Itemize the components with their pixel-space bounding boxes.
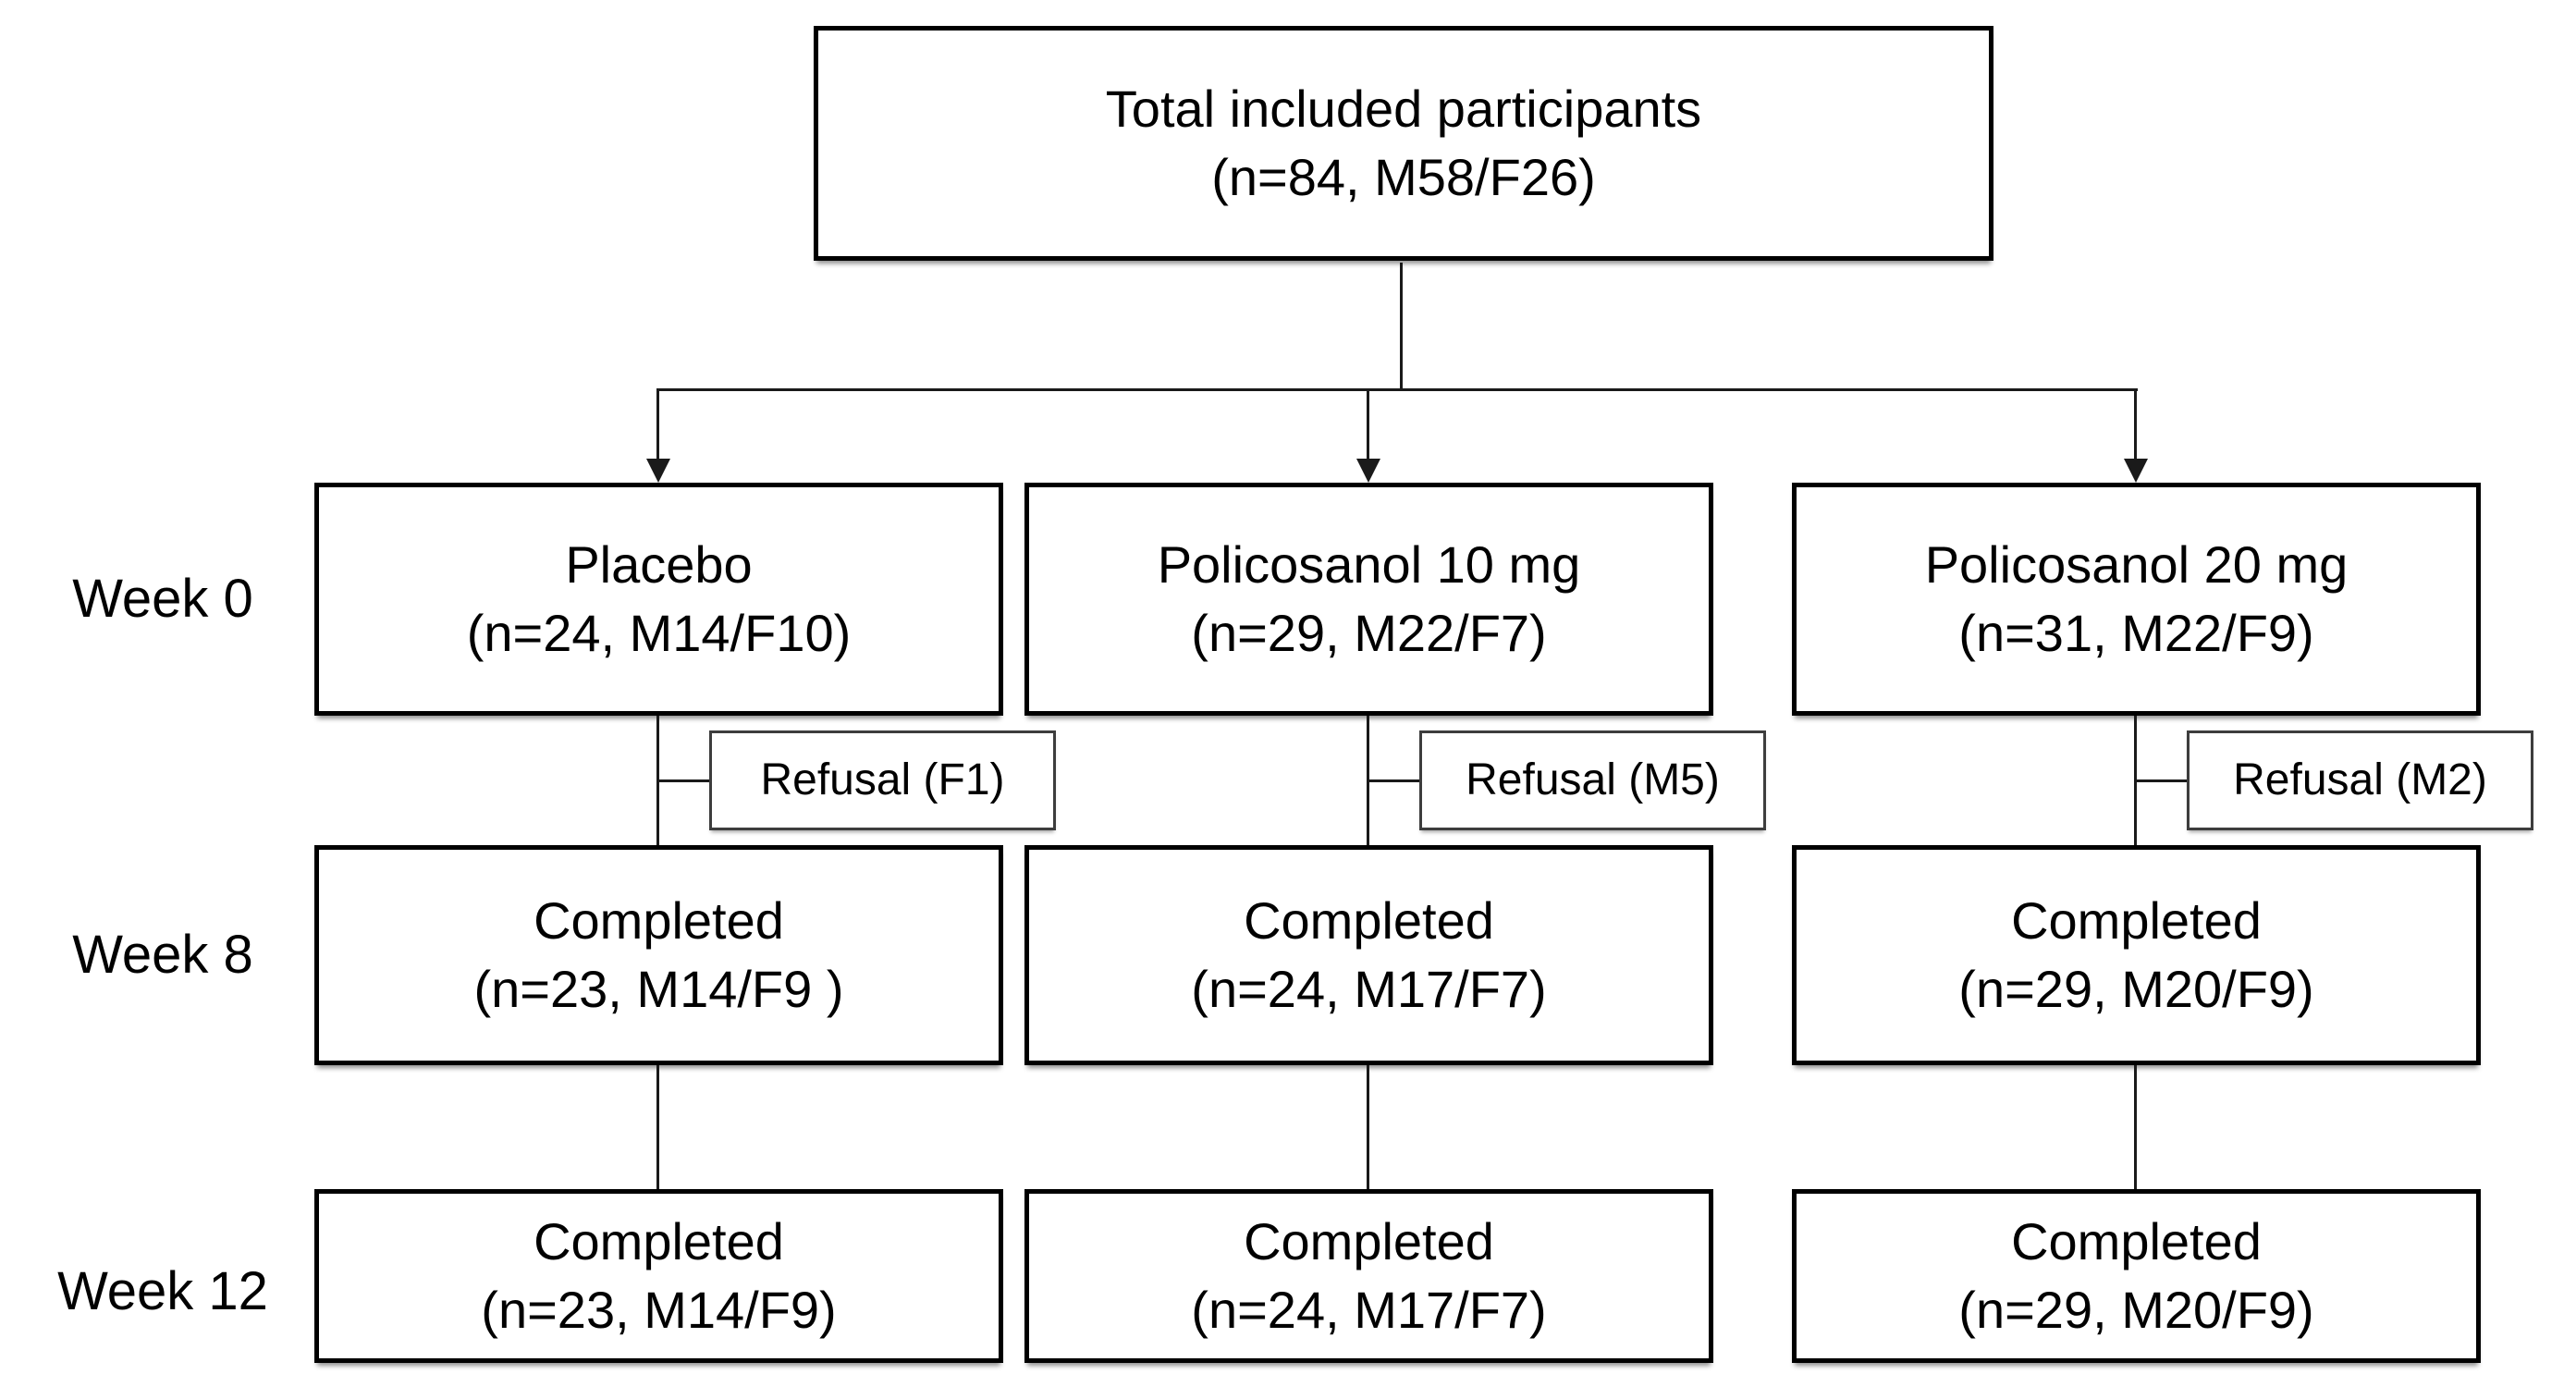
week12-box-placebo-count: (n=23, M14/F9) [481,1281,837,1339]
week8-box-policosanol-10mg-count: (n=24, M17/F7) [1191,960,1547,1018]
week8-box-placebo-title: Completed [534,891,784,951]
connector-refusal-tick-policosanol-20mg [2136,779,2187,782]
arrow-down-icon-policosanol-10mg [1356,459,1380,483]
week12-box-policosanol-10mg-title: Completed [1244,1212,1494,1271]
week12-box-policosanol-20mg: Completed (n=29, M20/F9) [1792,1189,2481,1363]
week12-box-placebo-title: Completed [534,1212,784,1271]
week8-box-policosanol-10mg-title: Completed [1244,891,1494,951]
week0-box-policosanol-10mg: Policosanol 10 mg (n=29, M22/F7) [1024,483,1713,716]
week8-box-policosanol-20mg-count: (n=29, M20/F9) [1958,960,2314,1018]
week12-box-placebo: Completed (n=23, M14/F9) [314,1189,1003,1363]
week8-box-policosanol-20mg-title: Completed [2011,891,2262,951]
connector-week8-week12-placebo [656,1065,659,1189]
connector-week0-week8-policosanol-20mg [2134,716,2137,845]
week0-box-policosanol-20mg: Policosanol 20 mg (n=31, M22/F9) [1792,483,2481,716]
connector-branch-line [656,388,2138,391]
refusal-box-policosanol-20mg-label: Refusal (M2) [2233,755,2487,804]
week0-box-placebo-count: (n=24, M14/F10) [466,604,852,662]
week8-box-policosanol-20mg: Completed (n=29, M20/F9) [1792,845,2481,1065]
connector-refusal-tick-policosanol-10mg [1368,779,1419,782]
connector-week0-week8-placebo [656,716,659,845]
week12-box-policosanol-20mg-count: (n=29, M20/F9) [1958,1281,2314,1339]
connector-arrow-line-placebo [656,388,659,460]
week0-box-policosanol-20mg-title: Policosanol 20 mg [1924,535,2349,595]
week0-box-policosanol-20mg-count: (n=31, M22/F9) [1958,604,2314,662]
week12-box-policosanol-20mg-title: Completed [2011,1212,2262,1271]
total-participants-box: Total included participants (n=84, M58/F… [814,26,1993,261]
week12-box-policosanol-10mg: Completed (n=24, M17/F7) [1024,1189,1713,1363]
connector-week8-week12-policosanol-10mg [1367,1065,1369,1189]
refusal-box-policosanol-10mg-label: Refusal (M5) [1466,755,1720,804]
week12-box-policosanol-10mg-count: (n=24, M17/F7) [1191,1281,1547,1339]
week0-box-placebo-title: Placebo [565,535,753,595]
refusal-box-placebo-label: Refusal (F1) [760,755,1005,804]
arrow-down-icon-policosanol-20mg [2124,459,2148,483]
arrow-down-icon-placebo [646,459,670,483]
row-label-week12: Week 12 [57,1261,268,1321]
week8-box-placebo: Completed (n=23, M14/F9 ) [314,845,1003,1065]
week8-box-policosanol-10mg: Completed (n=24, M17/F7) [1024,845,1713,1065]
refusal-box-policosanol-10mg: Refusal (M5) [1419,730,1766,830]
refusal-box-placebo: Refusal (F1) [709,730,1056,830]
connector-refusal-tick-placebo [658,779,709,782]
week0-box-policosanol-10mg-title: Policosanol 10 mg [1157,535,1581,595]
connector-arrow-line-policosanol-20mg [2134,388,2137,460]
week0-box-placebo: Placebo (n=24, M14/F10) [314,483,1003,716]
total-participants-title: Total included participants [1105,80,1702,139]
connector-week8-week12-policosanol-20mg [2134,1065,2137,1189]
connector-stem [1400,263,1403,390]
week0-box-policosanol-10mg-count: (n=29, M22/F7) [1191,604,1547,662]
row-label-week0: Week 0 [72,569,253,629]
connector-week0-week8-policosanol-10mg [1367,716,1369,845]
connector-arrow-line-policosanol-10mg [1367,388,1369,460]
row-label-week8: Week 8 [72,925,253,985]
total-participants-count: (n=84, M58/F26) [1211,148,1596,206]
week8-box-placebo-count: (n=23, M14/F9 ) [473,960,844,1018]
refusal-box-policosanol-20mg: Refusal (M2) [2187,730,2533,830]
